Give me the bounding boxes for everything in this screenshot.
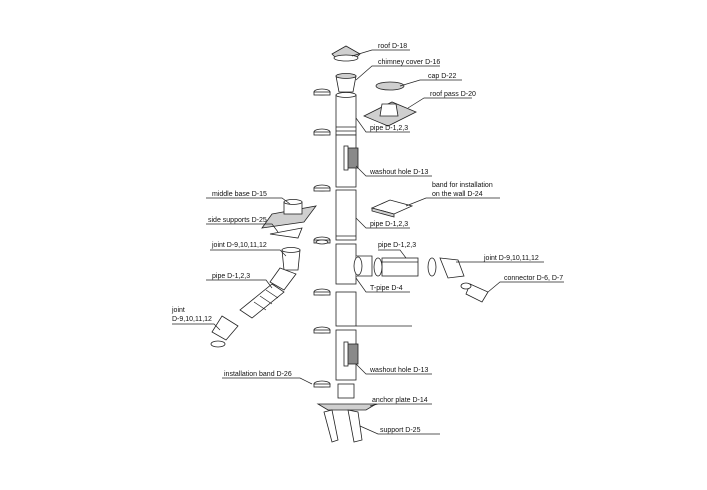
pipe-bottom-stub [337,383,355,399]
label-installation-band: installation band D-26 [224,371,292,378]
label-roof-pass: roof pass D-20 [430,91,476,98]
washout-flange-lower [343,341,349,367]
pipe-upper [335,94,357,136]
branch-ring-3 [427,257,437,277]
leader-joint-left-lower [172,323,221,331]
leader-middle-base [206,197,291,205]
leader-support [359,425,440,435]
label-support: support D-25 [380,427,421,434]
leader-pipe-branch [378,249,407,259]
label-joint-right: joint D-9,10,11,12 [483,255,539,262]
leader-side-supports [206,223,279,233]
label-anchor-plate: anchor plate D-14 [372,397,428,404]
leader-joint-left-upper [210,249,287,257]
label-joint-left-lower-1: joint [171,307,185,314]
label-side-supports: side supports D-25 [208,217,267,224]
band-7-side [313,383,331,388]
roof-pass-collar [379,103,399,117]
leader-installation-band [222,377,313,385]
left-pipe-rings [253,289,279,311]
leader-pipe-top [355,117,410,133]
label-band-wall-1: band for installation [432,182,493,189]
band-1-side [313,91,331,96]
label-washout-lower: washout hole D-13 [369,367,428,374]
label-connector: connector D-6, D-7 [504,275,563,282]
band-3-side [313,187,331,192]
label-chimney-cover: chimney cover D-16 [378,59,440,66]
side-support-bracket [269,227,303,239]
label-roof: roof D-18 [378,43,407,50]
pipe-segment-3 [335,189,357,241]
label-pipe-branch: pipe D-1,2,3 [378,242,416,249]
right-pipe [381,257,419,277]
main-stack [316,45,412,443]
label-band-wall-2: on the wall D-24 [432,191,483,198]
label-washout-upper: washout hole D-13 [369,169,428,176]
connector-ring [460,282,472,290]
roof-rim [333,54,359,62]
side-support-ring [315,239,329,245]
roof-pass-group [363,81,417,127]
left-pipe-elbow [269,267,297,291]
leader-washout-lower [355,363,432,375]
branch-ring-2 [373,257,383,277]
anchor-plate [316,403,378,411]
joint-left-upper-top [281,247,301,253]
wall-band-side [371,207,395,218]
leader-t-pipe [355,277,410,293]
middle-base-group [261,199,329,245]
middle-base-collar-top [283,199,303,205]
leader-anchor-plate [369,403,432,407]
bands-left [313,88,331,388]
leader-connector [487,281,564,293]
washout-flange-upper [343,145,349,171]
branch-ring-1 [353,256,363,276]
t-pipe-body [335,243,357,285]
chimney-cover-top [335,73,357,79]
band-6-side [313,329,331,334]
connector [465,283,489,303]
left-pipe [239,283,285,319]
right-joint [439,257,465,279]
leader-pipe-left [206,279,273,289]
leader-pipe-mid [355,217,410,229]
leader-lines [172,49,564,435]
left-branch [210,247,301,348]
leader-roof [351,49,410,57]
leader-chimney-cover [355,65,440,81]
band-5-side [313,291,331,296]
label-cap: cap D-22 [428,73,457,80]
right-branch [353,256,489,303]
labels: roof D-18 chimney cover D-16 cap D-22 ro… [171,43,563,434]
joint-left-lower-end [210,340,226,348]
label-pipe-left: pipe D-1,2,3 [212,273,250,280]
leader-washout-upper [355,165,432,177]
support-left [323,409,339,443]
leader-roof-pass [407,97,472,109]
label-pipe-mid: pipe D-1,2,3 [370,221,408,228]
leader-band-wall [405,197,500,207]
label-t-pipe: T-pipe D-4 [370,285,403,292]
label-pipe-top: pipe D-1,2,3 [370,125,408,132]
cap [375,81,405,91]
pipe-upper-top [335,92,357,98]
pipe-segment-5 [335,291,357,327]
joint-left-upper [281,249,301,271]
label-joint-left-lower-2: D-9,10,11,12 [172,316,212,323]
label-middle-base: middle base D-15 [212,191,267,198]
joint-left-lower [211,315,239,341]
label-joint-left-upper: joint D-9,10,11,12 [211,242,267,249]
support-right [347,409,363,443]
leader-cap [399,79,462,87]
band-2-side [313,131,331,136]
